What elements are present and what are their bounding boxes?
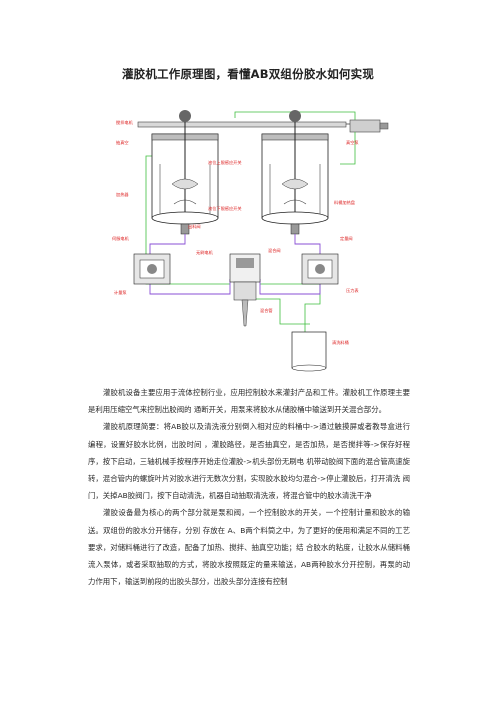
paragraph-1: 灌胶机设备主要应用于流体控制行业，应用控制胶水来灌封产品和工件。灌胶机工作原理主… (88, 388, 410, 415)
label-hopper-heat: 料桶加热盘 (334, 199, 355, 206)
label-vacuum-pump: 真空泵 (346, 139, 359, 146)
label-heater: 加热器 (116, 191, 129, 198)
pump-b (301, 253, 339, 285)
paragraph-2: 灌胶机原理简要：将AB胶以及清洗液分别倒入相对应的料桶中->通过触摸屏或者教导盒… (88, 422, 410, 501)
tank-a (151, 110, 219, 235)
article-body: 灌胶机设备主要应用于流体控制行业，应用控制胶水来灌封产品和工件。灌胶机工作原理主… (88, 384, 410, 590)
label-outlet-valve: 出料阀 (188, 223, 201, 230)
page-title: 灌胶机工作原理图，看懂AB双组份胶水如何实现 (121, 67, 375, 81)
label-pressure-gauge: 压力表 (346, 287, 359, 294)
label-mix-valve: 混合阀 (268, 247, 281, 254)
pump-a (133, 253, 171, 285)
clean-tank (291, 331, 327, 372)
label-metering-pump: 计量泵 (114, 289, 127, 296)
vacuum-pump-icon (349, 119, 381, 133)
label-mix-tube: 混合管 (260, 307, 273, 314)
dispenser-principle-diagram: 搅拌电机 抽真空 加热器 液位上限感应开关 液位下限感应开关 真空泵 料桶加热盘… (112, 110, 389, 372)
label-servo-motor: 伺服电机 (112, 235, 130, 242)
tank-b (261, 110, 329, 235)
dispense-head (229, 253, 261, 327)
paragraph-3: 灌胶设备最为核心的两个部分就是泵和阀，一个控制胶水的开关，一个控制计量和胶水的输… (88, 508, 410, 587)
label-level-low: 液位下限感应开关 (208, 205, 242, 212)
label-level-high: 液位上限感应开关 (208, 159, 242, 166)
top-frame (137, 119, 389, 133)
label-clean-tank: 清洗料桶 (332, 339, 349, 346)
label-stir-motor: 搅拌电机 (116, 119, 134, 126)
diagram-labels: 搅拌电机 抽真空 加热器 液位上限感应开关 液位下限感应开关 真空泵 料桶加热盘… (112, 119, 359, 346)
label-brushless: 无刷电机 (196, 249, 214, 256)
label-vacuum-port: 抽真空 (116, 139, 129, 146)
label-quant-valve: 定量阀 (340, 235, 353, 242)
